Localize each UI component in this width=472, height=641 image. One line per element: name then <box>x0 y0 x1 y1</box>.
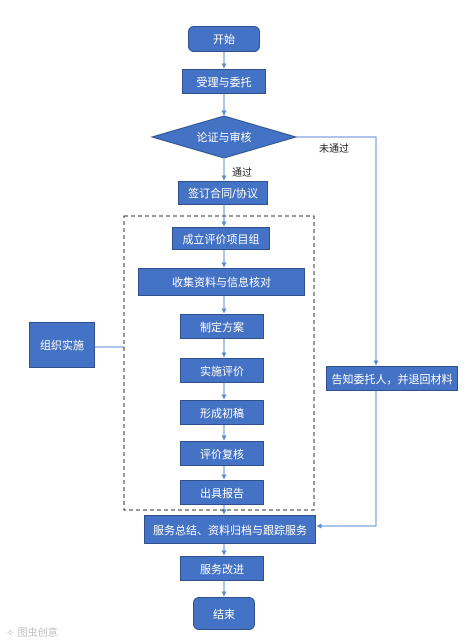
start-label: 开始 <box>213 33 235 46</box>
end-label: 结束 <box>213 607 235 621</box>
collect-node: 收集资料与信息核对 <box>138 268 305 296</box>
edge-notify-summary <box>316 391 377 529</box>
summary-node: 服务总结、资料归档与跟踪服务 <box>144 515 316 544</box>
watermark: ✧ 图虫创意 <box>6 624 58 639</box>
improve-label: 服务改进 <box>200 562 244 576</box>
end-node: 结束 <box>193 597 255 630</box>
pass-label: 通过 <box>232 168 252 179</box>
sign-label: 签订合同/协议 <box>188 187 258 200</box>
fail-label: 未通过 <box>319 144 349 155</box>
draft-label: 形成初稿 <box>200 406 244 420</box>
team-node: 成立评价项目组 <box>172 227 270 250</box>
accept-node: 受理与委托 <box>182 69 266 94</box>
sign-node: 签订合同/协议 <box>178 181 268 205</box>
evaluate-label: 实施评价 <box>200 364 244 378</box>
plan-label: 制定方案 <box>200 320 244 334</box>
accept-label: 受理与委托 <box>196 75 252 89</box>
review-node: 论证与审核 <box>172 126 276 148</box>
start-node: 开始 <box>188 26 260 52</box>
review-decision-diamond <box>150 115 298 159</box>
tuchong-logo-icon: ✧ <box>6 628 15 639</box>
report-node: 出具报告 <box>180 480 264 505</box>
edge-review-notify <box>293 136 379 366</box>
plan-node: 制定方案 <box>180 314 264 339</box>
org-label: 组织实施 <box>40 339 84 352</box>
notify-node: 告知委托人，并退回材料 <box>326 366 458 391</box>
summary-label: 服务总结、资料归档与跟踪服务 <box>153 523 307 537</box>
watermark-text: 图虫创意 <box>17 628 58 639</box>
draft-node: 形成初稿 <box>180 400 264 425</box>
report-label: 出具报告 <box>200 486 244 500</box>
improve-node: 服务改进 <box>180 556 264 581</box>
evaluate-node: 实施评价 <box>180 358 264 383</box>
notify-label: 告知委托人，并退回材料 <box>331 372 453 386</box>
collect-label: 收集资料与信息核对 <box>172 276 271 289</box>
team-label: 成立评价项目组 <box>182 232 260 246</box>
recheck-node: 评价复核 <box>180 441 264 466</box>
implementation-group-boundary <box>123 215 315 511</box>
org-node: 组织实施 <box>29 322 95 368</box>
review-label: 论证与审核 <box>196 131 252 144</box>
recheck-label: 评价复核 <box>200 447 244 461</box>
